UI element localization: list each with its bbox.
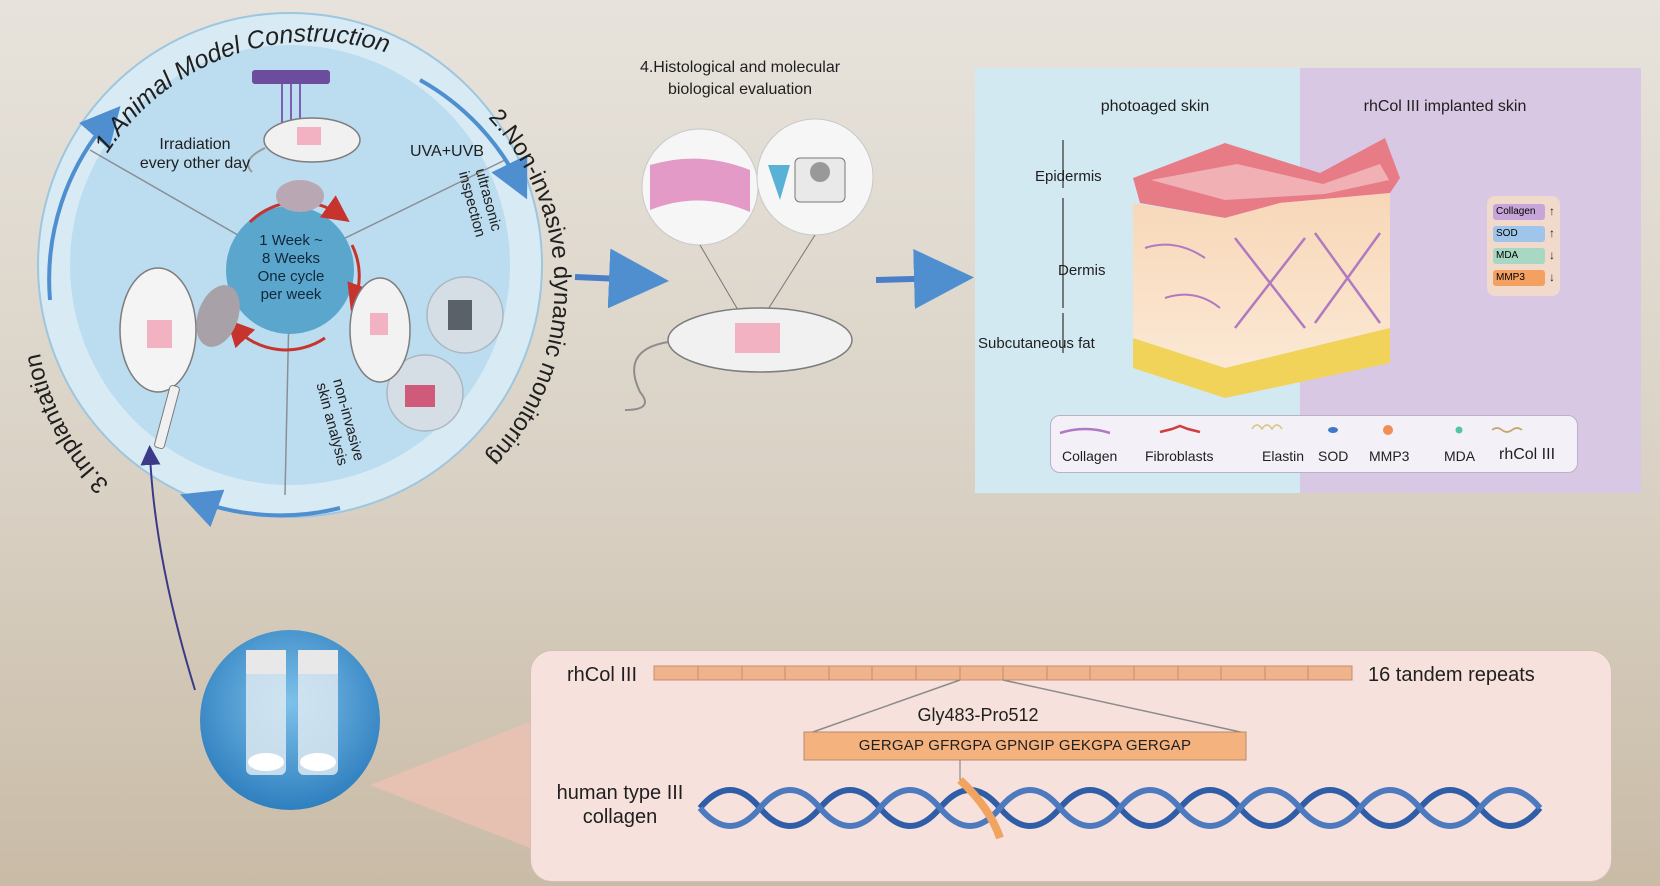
effect-sod-arrow: ↑ <box>1549 226 1555 240</box>
dermis-layer <box>1133 193 1390 368</box>
implanted-title: rhCol III implanted skin <box>1363 98 1527 115</box>
legend-fibroblast-icon <box>1159 424 1201 434</box>
legend-box <box>1050 415 1578 473</box>
legend-symbols <box>1059 424 1523 435</box>
sequence-label: GERGAP GFRGPA GPNGIP GEKGPA GERGAP <box>858 737 1192 754</box>
arrow-to-evaluation <box>574 248 669 309</box>
legend-elastin-icon <box>1251 424 1283 431</box>
effect-mda-arrow: ↓ <box>1549 248 1555 262</box>
helix-strand-2 <box>697 787 1543 829</box>
layer-subcutaneous: Subcutaneous fat <box>978 335 1095 352</box>
legend-rhcol: rhCol III <box>1499 446 1556 463</box>
legend-collagen-icon <box>1059 427 1111 435</box>
arrow-to-skin <box>875 248 974 309</box>
layer-epidermis: Epidermis <box>1035 168 1102 185</box>
photoaged-title: photoaged skin <box>1100 98 1210 115</box>
cycle-arrow-3 <box>47 105 121 301</box>
legend-mda: MDA <box>1444 448 1476 464</box>
legend-mmp3: MMP3 <box>1369 448 1410 464</box>
cycle-hub <box>226 206 354 334</box>
effect-sod: SOD <box>1493 226 1545 242</box>
cycle-arrow-1 <box>419 78 528 200</box>
segment-label: Gly483-Pro512 <box>917 705 1039 725</box>
helix-highlight <box>957 777 1004 840</box>
rhcol-panel <box>530 650 1612 882</box>
effect-mda: MDA <box>1493 248 1545 264</box>
cycle-arrow-2 <box>180 489 341 528</box>
hub-arrow-3 <box>226 319 326 352</box>
skin-block <box>1062 138 1400 398</box>
irradiation-label: Irradiation every other day <box>139 136 251 172</box>
mouse-photo-left <box>196 285 240 347</box>
arrow-vial-to-implantation <box>140 445 196 691</box>
legend-fibroblasts: Fibroblasts <box>1145 448 1214 464</box>
hub-arrow-2 <box>347 244 373 312</box>
histology-slice <box>650 158 750 212</box>
sequence-box <box>803 731 1247 761</box>
legend-collagen: Collagen <box>1062 448 1118 464</box>
zoom-wedge <box>370 720 535 850</box>
uv-lamp <box>252 70 330 84</box>
effect-collagen-arrow: ↑ <box>1549 204 1555 218</box>
effects-box: Collagen ↑ SOD ↑ MDA ↓ MMP3 ↓ <box>1487 196 1560 296</box>
effect-mmp3: MMP3 <box>1493 270 1545 286</box>
legend-mda-icon <box>1455 426 1463 434</box>
mouse-photo-top <box>276 180 324 212</box>
human-collagen-label: human type III collagen <box>556 782 684 828</box>
legend-rhcol-icon <box>1491 427 1523 433</box>
legend-sod: SOD <box>1318 448 1349 464</box>
legend-mmp3-icon <box>1383 425 1393 435</box>
fat-layer <box>1133 328 1390 398</box>
legend-sod-icon <box>1328 427 1338 433</box>
rhcol-label: rhCol III <box>567 664 638 686</box>
effect-collagen: Collagen <box>1493 204 1545 220</box>
uva-uvb-label: UVA+UVB <box>410 143 484 160</box>
legend-elastin: Elastin <box>1262 448 1305 464</box>
cycle-hub-label: 1 Week ~ 8 Weeks One cycle per week <box>257 232 325 303</box>
effect-mmp3-arrow: ↓ <box>1549 270 1555 284</box>
step4-title: 4.Histological and molecular biological … <box>639 59 841 98</box>
layer-dermis: Dermis <box>1058 262 1106 279</box>
repeats-label: 16 tandem repeats <box>1368 664 1535 686</box>
